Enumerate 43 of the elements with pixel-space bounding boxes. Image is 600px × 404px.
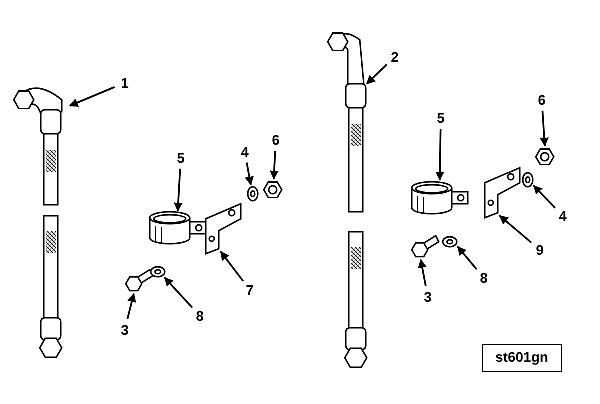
callout-number: 3: [121, 322, 129, 338]
leader-line: [69, 86, 116, 108]
callout-number: 5: [177, 150, 185, 166]
callout-number: 1: [121, 75, 129, 91]
callout-number: 6: [272, 132, 280, 148]
reference-code-label: st601gn: [482, 344, 562, 372]
callout-number: 8: [196, 308, 204, 324]
leader-line: [418, 259, 427, 286]
washer-drawing: [442, 236, 458, 248]
leader-line: [533, 185, 556, 209]
callout-number: 7: [246, 282, 254, 298]
callout-number: 9: [536, 242, 544, 258]
bolt-drawing: [411, 234, 440, 258]
leader-line: [436, 128, 445, 181]
leader-line: [457, 246, 478, 270]
nut-drawing: [263, 181, 283, 199]
washer-drawing: [247, 186, 259, 202]
hose-clamp-drawing: [149, 211, 207, 245]
callout-number: 4: [241, 144, 249, 160]
callout-number: 4: [559, 208, 567, 224]
hose-clamp-drawing: [411, 181, 469, 215]
bracket-drawing: [484, 166, 521, 220]
washer-drawing: [150, 266, 166, 278]
bracket-drawing: [205, 202, 242, 256]
leader-line: [220, 251, 244, 282]
hose-assembly-drawing: [327, 32, 368, 368]
callout-number: 8: [480, 270, 488, 286]
callout-number: 5: [437, 110, 445, 126]
leader-line: [174, 168, 183, 212]
leader-line: [270, 150, 279, 180]
leader-line: [366, 64, 388, 85]
hose-assembly-drawing: [13, 88, 63, 358]
leader-line: [540, 110, 549, 147]
callout-number: 3: [424, 289, 432, 305]
callout-number: 6: [538, 92, 546, 108]
leader-line: [164, 277, 194, 309]
nut-drawing: [535, 148, 555, 166]
leader-line: [245, 162, 254, 186]
washer-drawing: [522, 172, 534, 188]
callout-number: 2: [391, 49, 399, 65]
leader-line: [126, 293, 136, 320]
bolt-drawing: [125, 268, 154, 292]
leader-line: [499, 215, 532, 244]
